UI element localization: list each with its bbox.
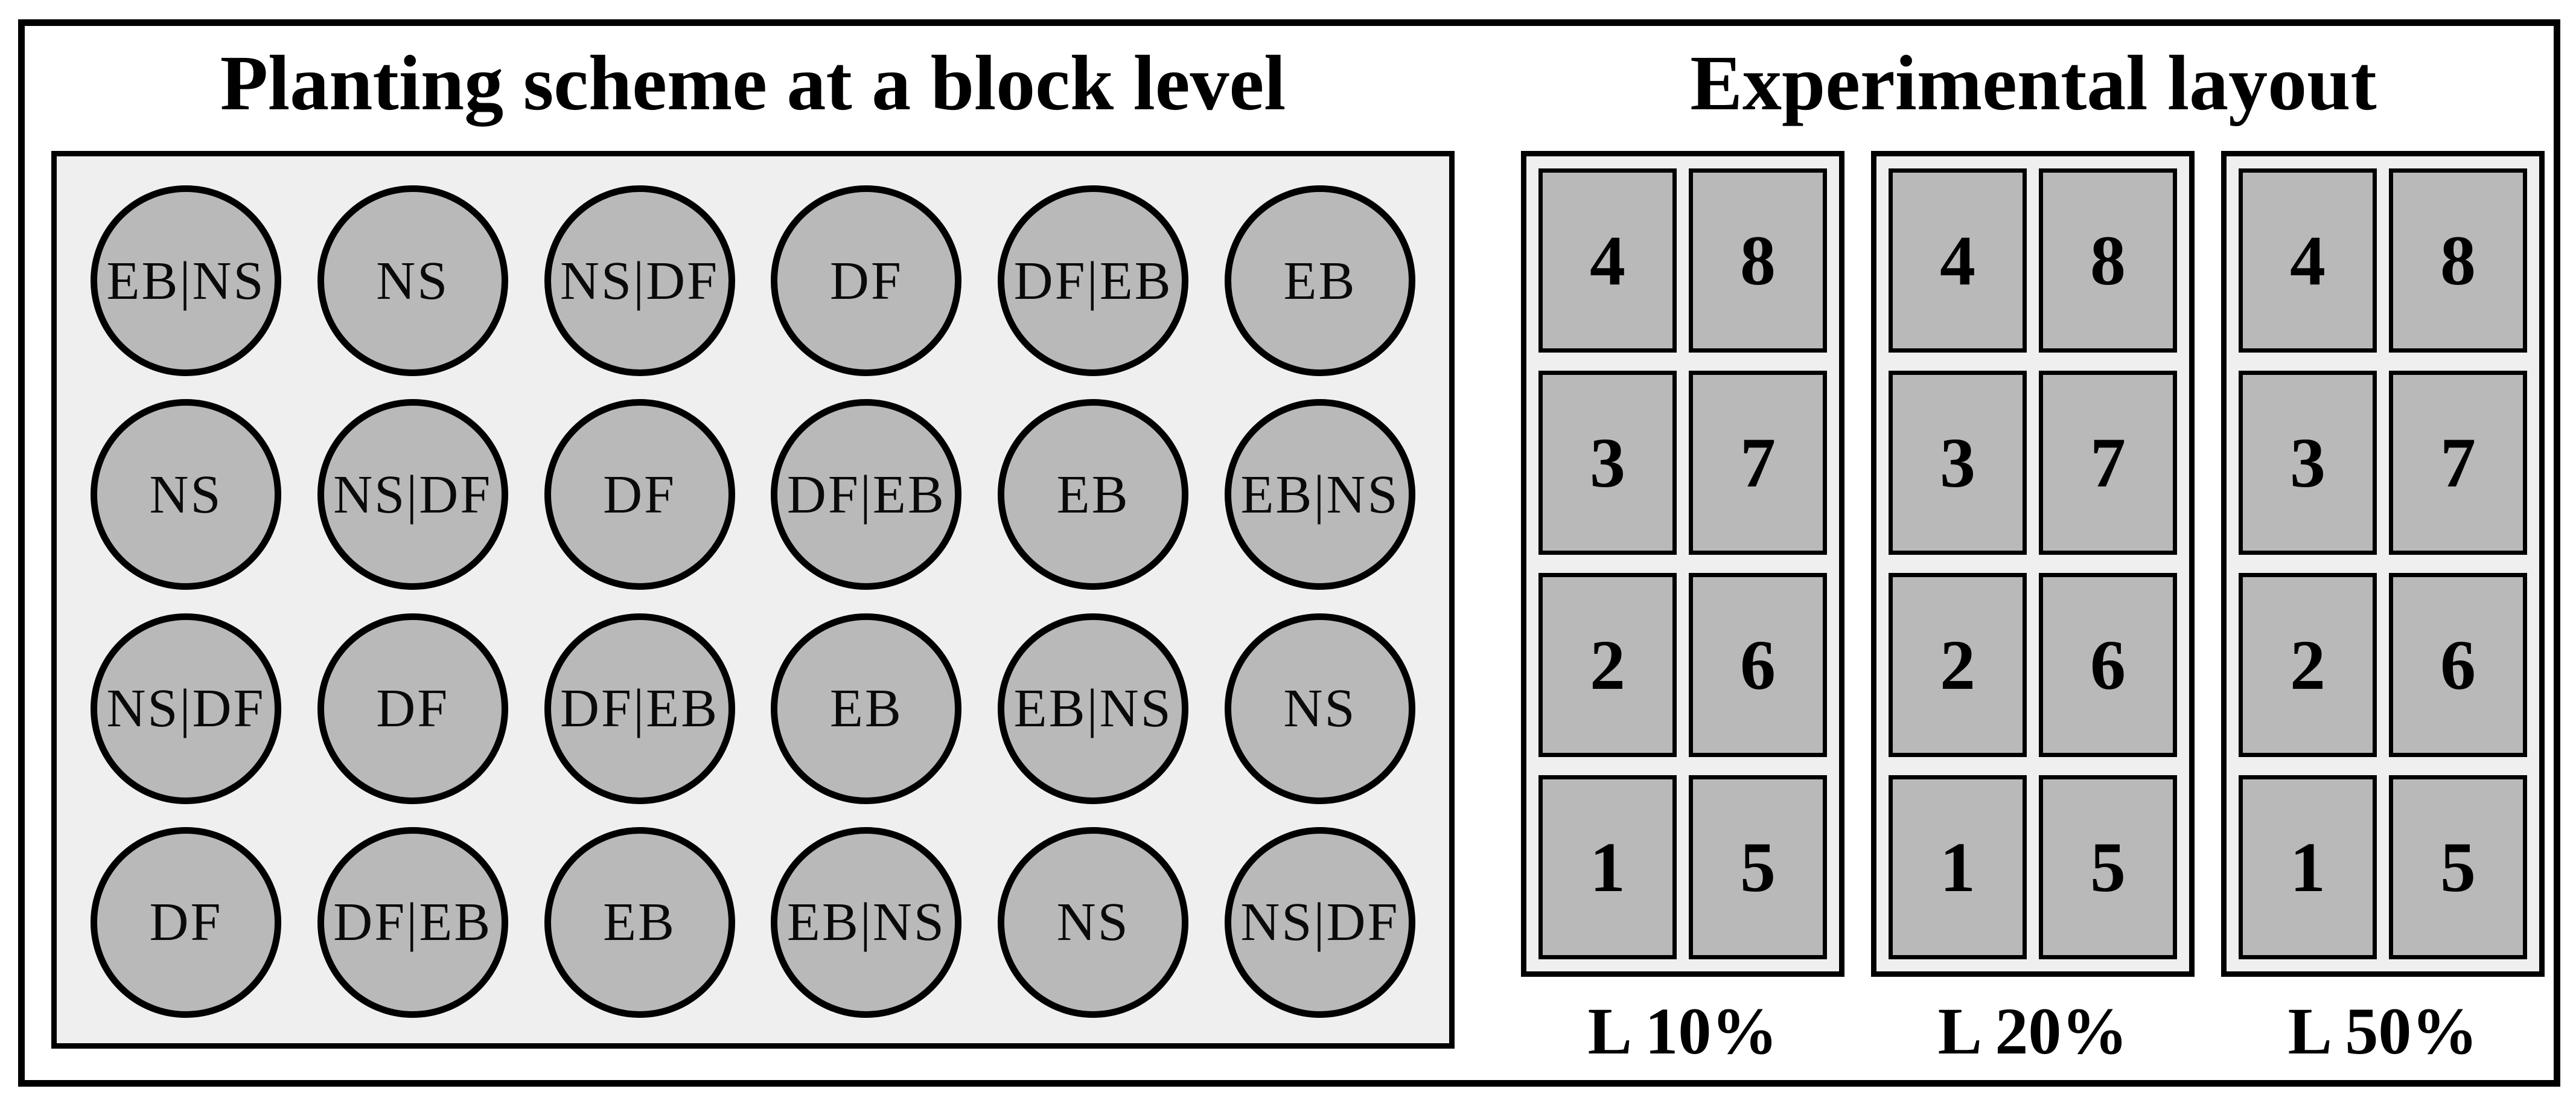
treatment-circle: NS [998, 826, 1189, 1018]
treatment-circle: NS|DF [317, 399, 508, 590]
panel-label-l20: L 20% [1937, 994, 2128, 1068]
treatment-circle: NS|DF [91, 613, 281, 804]
plot-cell: 3 [1538, 371, 1677, 555]
treatment-circle: EB [544, 826, 735, 1018]
treatment-circle: DF|EB [998, 185, 1189, 376]
planting-scheme-title: Planting scheme at a block level [220, 40, 1286, 127]
plot-cell: 3 [1889, 371, 2027, 555]
treatment-circle: NS [317, 185, 508, 376]
plot-cell: 2 [2239, 573, 2377, 757]
treatment-circle: NS [1224, 613, 1415, 804]
circle-row-2: NS NS|DF DF DF|EB EB EB|NS [91, 399, 1415, 590]
plot-cell: 7 [2389, 371, 2527, 555]
plot-cell: 2 [1889, 573, 2027, 757]
plot-cell: 7 [2039, 371, 2177, 555]
treatment-circle: EB|NS [1224, 399, 1415, 590]
experimental-layout-title: Experimental layout [1690, 40, 2377, 127]
plot-cell: 6 [2039, 573, 2177, 757]
panel-label-l50: L 50% [2287, 994, 2478, 1068]
treatment-circle: EB|NS [998, 613, 1189, 804]
experimental-panel-l10: 4 8 3 7 2 6 1 5 [1521, 151, 1844, 977]
experimental-panel-l20: 4 8 3 7 2 6 1 5 [1871, 151, 2195, 977]
planting-scheme-panel: EB|NS NS NS|DF DF DF|EB EB NS NS|DF DF D… [51, 151, 1455, 1049]
plot-cell: 8 [2389, 168, 2527, 353]
plot-cell: 5 [2039, 775, 2177, 959]
plot-cell: 7 [1689, 371, 1827, 555]
panel-label-l10: L 10% [1587, 994, 1778, 1068]
plot-cell: 3 [2239, 371, 2377, 555]
plot-cell: 4 [1889, 168, 2027, 353]
plot-cell: 5 [2389, 775, 2527, 959]
treatment-circle: DF [91, 826, 281, 1018]
plot-cell: 5 [1689, 775, 1827, 959]
treatment-circle: DF [544, 399, 735, 590]
plot-cell: 6 [2389, 573, 2527, 757]
treatment-circle: DF [771, 185, 962, 376]
circle-row-4: DF DF|EB EB EB|NS NS NS|DF [91, 826, 1415, 1018]
plot-cell: 1 [2239, 775, 2377, 959]
circle-row-1: EB|NS NS NS|DF DF DF|EB EB [91, 185, 1415, 376]
plot-cell: 8 [2039, 168, 2177, 353]
treatment-circle: NS|DF [544, 185, 735, 376]
plot-cell: 4 [2239, 168, 2377, 353]
treatment-circle: DF|EB [544, 613, 735, 804]
treatment-circle: NS|DF [1224, 826, 1415, 1018]
experimental-panel-l50: 4 8 3 7 2 6 1 5 [2221, 151, 2545, 977]
treatment-circle: EB [998, 399, 1189, 590]
treatment-circle: DF|EB [317, 826, 508, 1018]
treatment-circle: EB|NS [771, 826, 962, 1018]
treatment-circle: EB [771, 613, 962, 804]
treatment-circle: DF [317, 613, 508, 804]
treatment-circle: DF|EB [771, 399, 962, 590]
plot-cell: 4 [1538, 168, 1677, 353]
treatment-circle: EB [1224, 185, 1415, 376]
circle-row-3: NS|DF DF DF|EB EB EB|NS NS [91, 613, 1415, 804]
treatment-circle: EB|NS [91, 185, 281, 376]
plot-cell: 2 [1538, 573, 1677, 757]
plot-cell: 6 [1689, 573, 1827, 757]
plot-cell: 8 [1689, 168, 1827, 353]
treatment-circle: NS [91, 399, 281, 590]
plot-cell: 1 [1889, 775, 2027, 959]
plot-cell: 1 [1538, 775, 1677, 959]
